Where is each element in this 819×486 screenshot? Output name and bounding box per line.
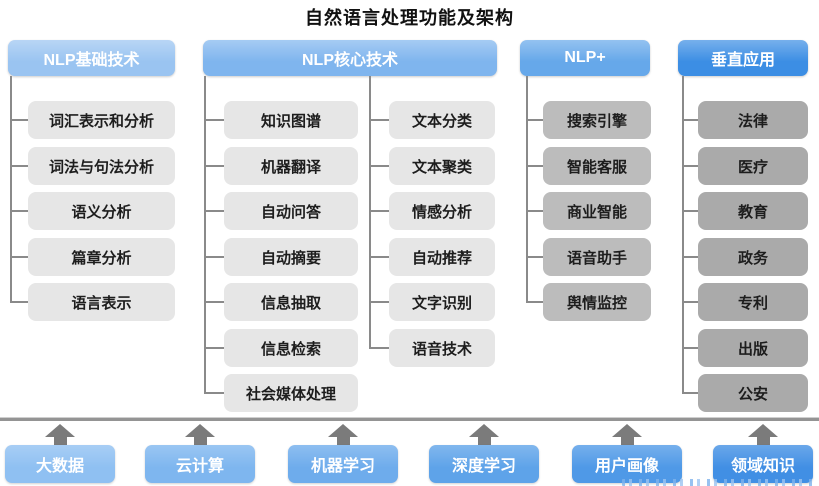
tree-item: 语音技术 xyxy=(389,329,495,367)
tree-item: 出版 xyxy=(698,329,808,367)
connector-branch xyxy=(682,347,698,349)
up-arrow-icon xyxy=(748,424,778,445)
tree-item: 公安 xyxy=(698,374,808,412)
connector-branch xyxy=(369,165,389,167)
tree-item: 文本聚类 xyxy=(389,147,495,185)
connector-branch xyxy=(204,256,224,258)
tree-item: 教育 xyxy=(698,192,808,230)
connector-branch xyxy=(526,301,543,303)
tree-item: 智能客服 xyxy=(543,147,651,185)
connector-branch xyxy=(526,165,543,167)
foundation-box: 深度学习 xyxy=(429,445,539,483)
foundation-box: 云计算 xyxy=(145,445,255,483)
up-arrow-icon xyxy=(185,424,215,445)
tree-item: 情感分析 xyxy=(389,192,495,230)
connector-line xyxy=(682,76,684,393)
up-arrow-icon xyxy=(328,424,358,445)
connector-branch xyxy=(682,301,698,303)
divider-line xyxy=(0,417,819,421)
tree-item: 文字识别 xyxy=(389,283,495,321)
up-arrow-icon xyxy=(612,424,642,445)
column-header-4: 垂直应用 xyxy=(678,40,808,76)
tree-item: 舆情监控 xyxy=(543,283,651,321)
tree-item: 法律 xyxy=(698,101,808,139)
tree-item: 医疗 xyxy=(698,147,808,185)
connector-branch xyxy=(204,347,224,349)
connector-branch xyxy=(369,210,389,212)
tree-item: 信息检索 xyxy=(224,329,358,367)
tree-item: 专利 xyxy=(698,283,808,321)
foundation-box: 机器学习 xyxy=(288,445,398,483)
tree-item: 语义分析 xyxy=(28,192,175,230)
foundation-box: 用户画像 xyxy=(572,445,682,483)
tree-item: 社会媒体处理 xyxy=(224,374,358,412)
connector-branch xyxy=(682,256,698,258)
tree-item: 语言表示 xyxy=(28,283,175,321)
connector-branch xyxy=(526,119,543,121)
column-header-1: NLP基础技术 xyxy=(8,40,175,76)
connector-branch xyxy=(10,210,28,212)
connector-line xyxy=(526,76,528,302)
tree-item: 机器翻译 xyxy=(224,147,358,185)
tree-item: 文本分类 xyxy=(389,101,495,139)
page-title: 自然语言处理功能及架构 xyxy=(305,8,514,28)
tree-item: 自动推荐 xyxy=(389,238,495,276)
tree-item: 政务 xyxy=(698,238,808,276)
connector-branch xyxy=(204,301,224,303)
connector-branch xyxy=(369,119,389,121)
foundation-box: 大数据 xyxy=(5,445,115,483)
tree-item: 语音助手 xyxy=(543,238,651,276)
watermark-fragment xyxy=(622,479,814,486)
connector-line xyxy=(10,76,12,302)
connector-branch xyxy=(369,301,389,303)
tree-item: 信息抽取 xyxy=(224,283,358,321)
connector-branch xyxy=(682,210,698,212)
tree-item: 自动摘要 xyxy=(224,238,358,276)
connector-branch xyxy=(682,119,698,121)
up-arrow-icon xyxy=(45,424,75,445)
tree-item: 篇章分析 xyxy=(28,238,175,276)
foundation-box: 领域知识 xyxy=(713,445,813,483)
connector-branch xyxy=(369,256,389,258)
connector-branch xyxy=(10,301,28,303)
connector-branch xyxy=(526,256,543,258)
connector-branch xyxy=(204,210,224,212)
up-arrow-icon xyxy=(469,424,499,445)
tree-item: 知识图谱 xyxy=(224,101,358,139)
connector-branch xyxy=(10,119,28,121)
tree-item: 搜索引擎 xyxy=(543,101,651,139)
connector-branch xyxy=(682,392,698,394)
connector-branch xyxy=(10,256,28,258)
connector-branch xyxy=(204,165,224,167)
connector-branch xyxy=(369,347,389,349)
connector-branch xyxy=(526,210,543,212)
connector-line xyxy=(204,76,206,393)
column-header-3: NLP+ xyxy=(520,40,650,76)
connector-branch xyxy=(682,165,698,167)
tree-item: 词汇表示和分析 xyxy=(28,101,175,139)
tree-item: 商业智能 xyxy=(543,192,651,230)
column-header-2: NLP核心技术 xyxy=(203,40,497,76)
tree-item: 自动问答 xyxy=(224,192,358,230)
connector-branch xyxy=(10,165,28,167)
connector-branch xyxy=(204,392,224,394)
connector-line xyxy=(369,76,371,348)
tree-item: 词法与句法分析 xyxy=(28,147,175,185)
connector-branch xyxy=(204,119,224,121)
